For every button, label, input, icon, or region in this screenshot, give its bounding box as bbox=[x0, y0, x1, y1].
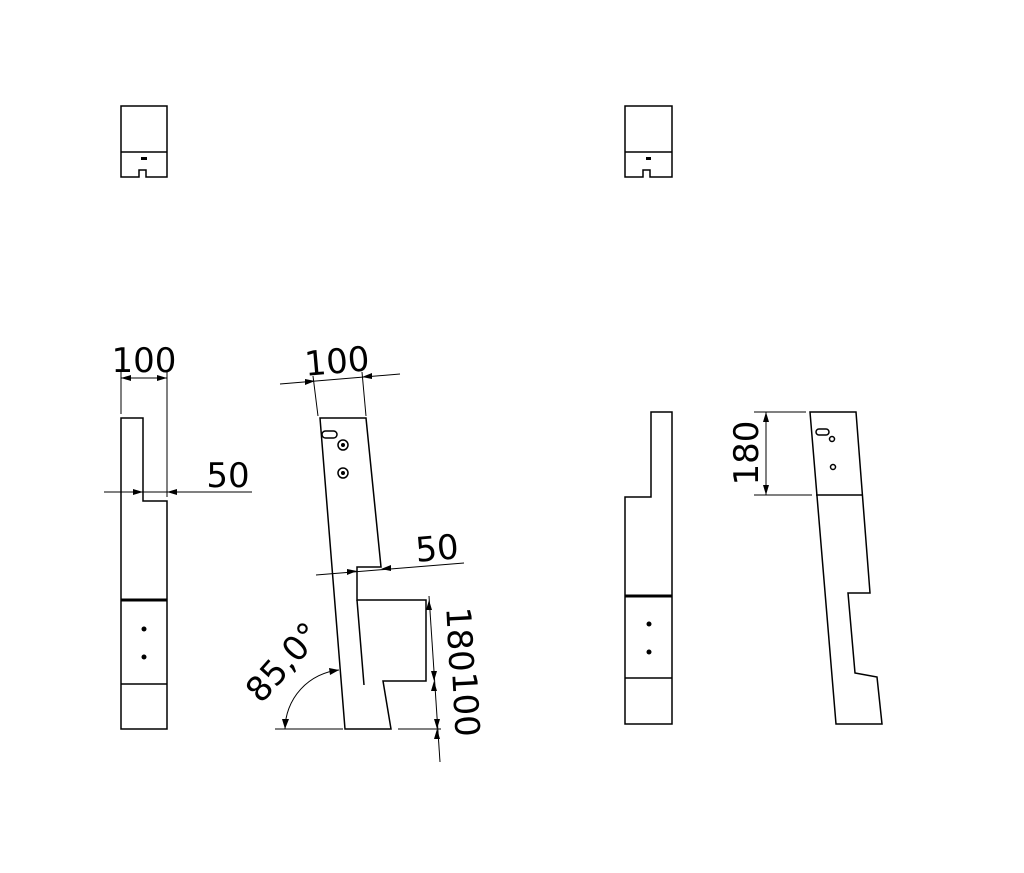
dimension-step-label: 50 bbox=[206, 456, 249, 496]
dimension-height: 180 bbox=[727, 411, 812, 496]
dimension-width-label: 100 bbox=[303, 339, 371, 385]
dimension-step-label: 50 bbox=[414, 527, 461, 571]
dimension-width: 100 bbox=[279, 339, 401, 417]
front-view-left: 100 50 bbox=[104, 341, 252, 730]
top-view-right bbox=[624, 105, 673, 178]
dimension-height-label: 180 bbox=[727, 421, 767, 486]
dimension-width: 100 bbox=[112, 341, 177, 497]
dimension-angle-label: 85,0° bbox=[238, 615, 330, 711]
dimension-notch-height: 180 100 bbox=[398, 595, 487, 763]
side-view-left: 100 50 180 100 85,0° bbox=[238, 339, 487, 763]
dimension-step: 50 bbox=[104, 456, 252, 496]
dimension-notch-height-label: 180 bbox=[437, 606, 480, 673]
side-view-right: 180 bbox=[727, 411, 883, 725]
dimension-width-label: 100 bbox=[112, 341, 177, 381]
dimension-angle: 85,0° bbox=[238, 615, 343, 730]
dimension-bottom-label: 100 bbox=[443, 671, 486, 738]
dimension-step: 50 bbox=[315, 527, 465, 576]
front-view-right bbox=[624, 411, 673, 725]
top-view-left bbox=[120, 105, 168, 178]
